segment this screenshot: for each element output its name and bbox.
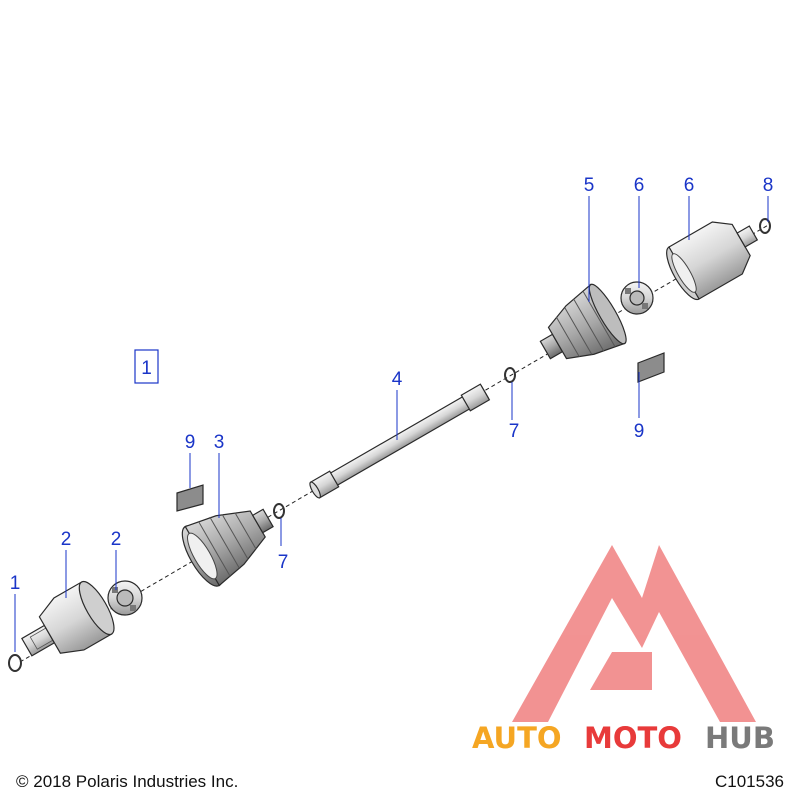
assembly-reference-box <box>134 349 159 384</box>
part-2-inner-race <box>107 580 143 616</box>
callout-numbers: 1 2 2 9 3 7 4 7 5 6 6 8 9 <box>10 175 774 594</box>
callout-9-upper: 9 <box>634 421 645 442</box>
callout-2-race: 2 <box>111 529 122 550</box>
part-6-cv-housing <box>666 221 759 301</box>
part-4-axle-shaft <box>309 383 491 499</box>
part-5-boot <box>539 283 627 360</box>
callout-leader-lines <box>14 196 769 652</box>
part-1-snap-ring <box>8 654 22 672</box>
part-3-boot <box>181 508 274 587</box>
copyright-notice: © 2018 Polaris Industries Inc. <box>16 772 239 791</box>
watermark-logo <box>512 545 756 722</box>
part-7-circlip-upper <box>504 367 516 383</box>
callout-1: 1 <box>10 573 21 594</box>
callout-2-housing: 2 <box>61 529 72 550</box>
callout-7-upper: 7 <box>509 421 520 442</box>
part-9-clamp-upper <box>637 352 665 383</box>
part-7-circlip-lower <box>273 503 285 519</box>
callout-7-lower: 7 <box>278 552 289 573</box>
callout-9-lower: 9 <box>185 432 196 453</box>
callout-8: 8 <box>763 175 774 196</box>
part-2-cv-housing <box>21 580 115 657</box>
watermark-word-hub: HUB <box>705 721 775 755</box>
watermark-word-auto: AUTO <box>472 721 562 755</box>
part-9-clamp-lower <box>176 484 204 512</box>
callout-5: 5 <box>584 175 595 196</box>
callout-6-race: 6 <box>634 175 645 196</box>
assembly-reference-number: 1 <box>141 358 152 379</box>
watermark-word-moto: MOTO <box>584 721 682 755</box>
callout-4: 4 <box>392 369 403 390</box>
callout-6-housing: 6 <box>684 175 695 196</box>
diagram-code: C101536 <box>714 772 784 791</box>
watermark-text: AUTO MOTO HUB <box>472 721 775 755</box>
part-8-snap-ring <box>759 218 771 234</box>
callout-3: 3 <box>214 432 225 453</box>
part-6-inner-race <box>620 281 654 315</box>
